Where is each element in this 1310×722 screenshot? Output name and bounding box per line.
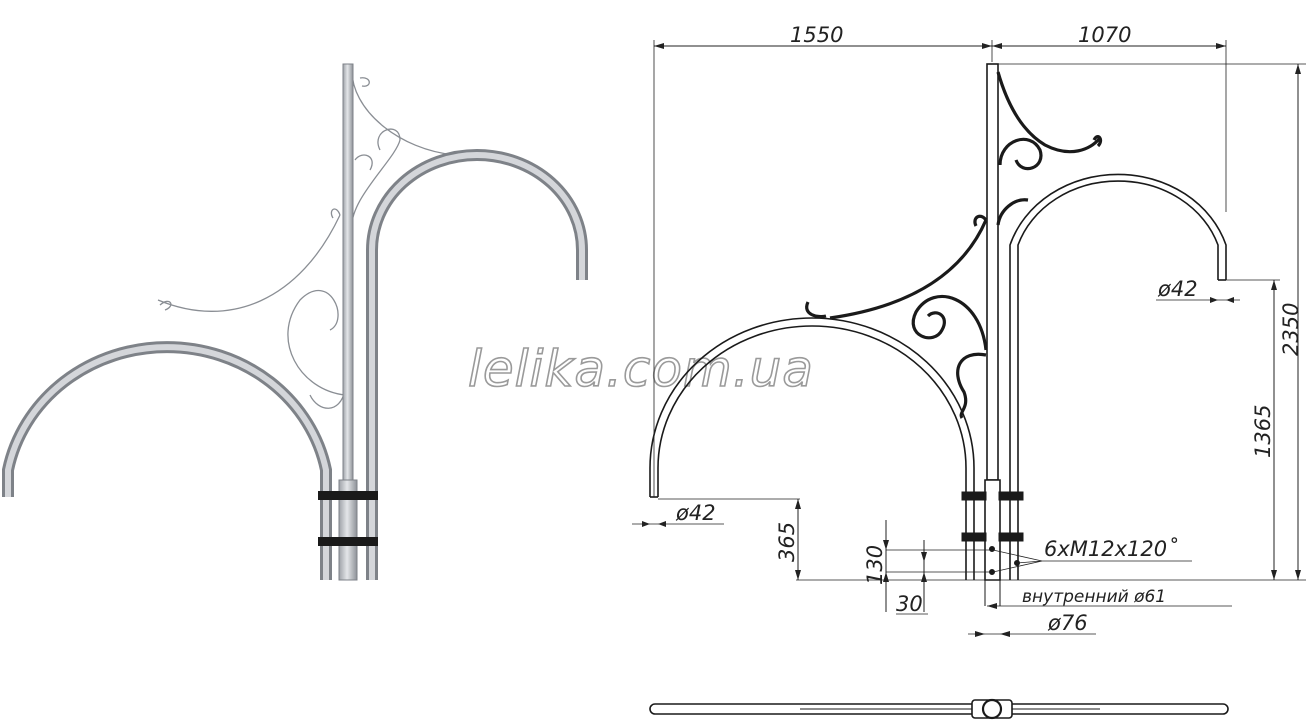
pole-drawing [986,63,999,481]
dim-height-total: 2350 [1279,303,1303,356]
dim-bracket-width: 30 [896,592,923,616]
watermark: lelika.com.ua [468,340,814,398]
left-arm-render [1,341,332,580]
dimension-lines [632,40,1306,637]
technical-drawing [649,63,1227,606]
dim-height-left-arm: 365 [775,522,799,562]
clamp-upper-render [318,491,378,500]
render-view [1,63,588,581]
dim-width-right: 1070 [1078,23,1131,47]
scrollwork-render [157,67,456,409]
dim-bolts: 6xM12x120˚ [1044,537,1178,561]
dim-height-right-arm: 1365 [1251,405,1275,458]
right-arm-drawing [1009,173,1227,580]
dim-arm-diameter-left: ø42 [675,501,716,525]
pole-render [342,63,354,485]
dim-inner-diameter: внутренний ø61 [1022,587,1166,607]
dim-width-left: 1550 [790,23,843,47]
plan-view [649,698,1229,720]
scrollwork-drawing [805,71,1103,419]
left-arm-drawing [649,317,975,580]
dim-arm-diameter-right: ø42 [1157,277,1198,301]
dim-bracket-spacing: 130 [863,545,887,585]
dim-outer-diameter: ø76 [1047,611,1088,635]
clamp-lower-render [318,537,378,546]
